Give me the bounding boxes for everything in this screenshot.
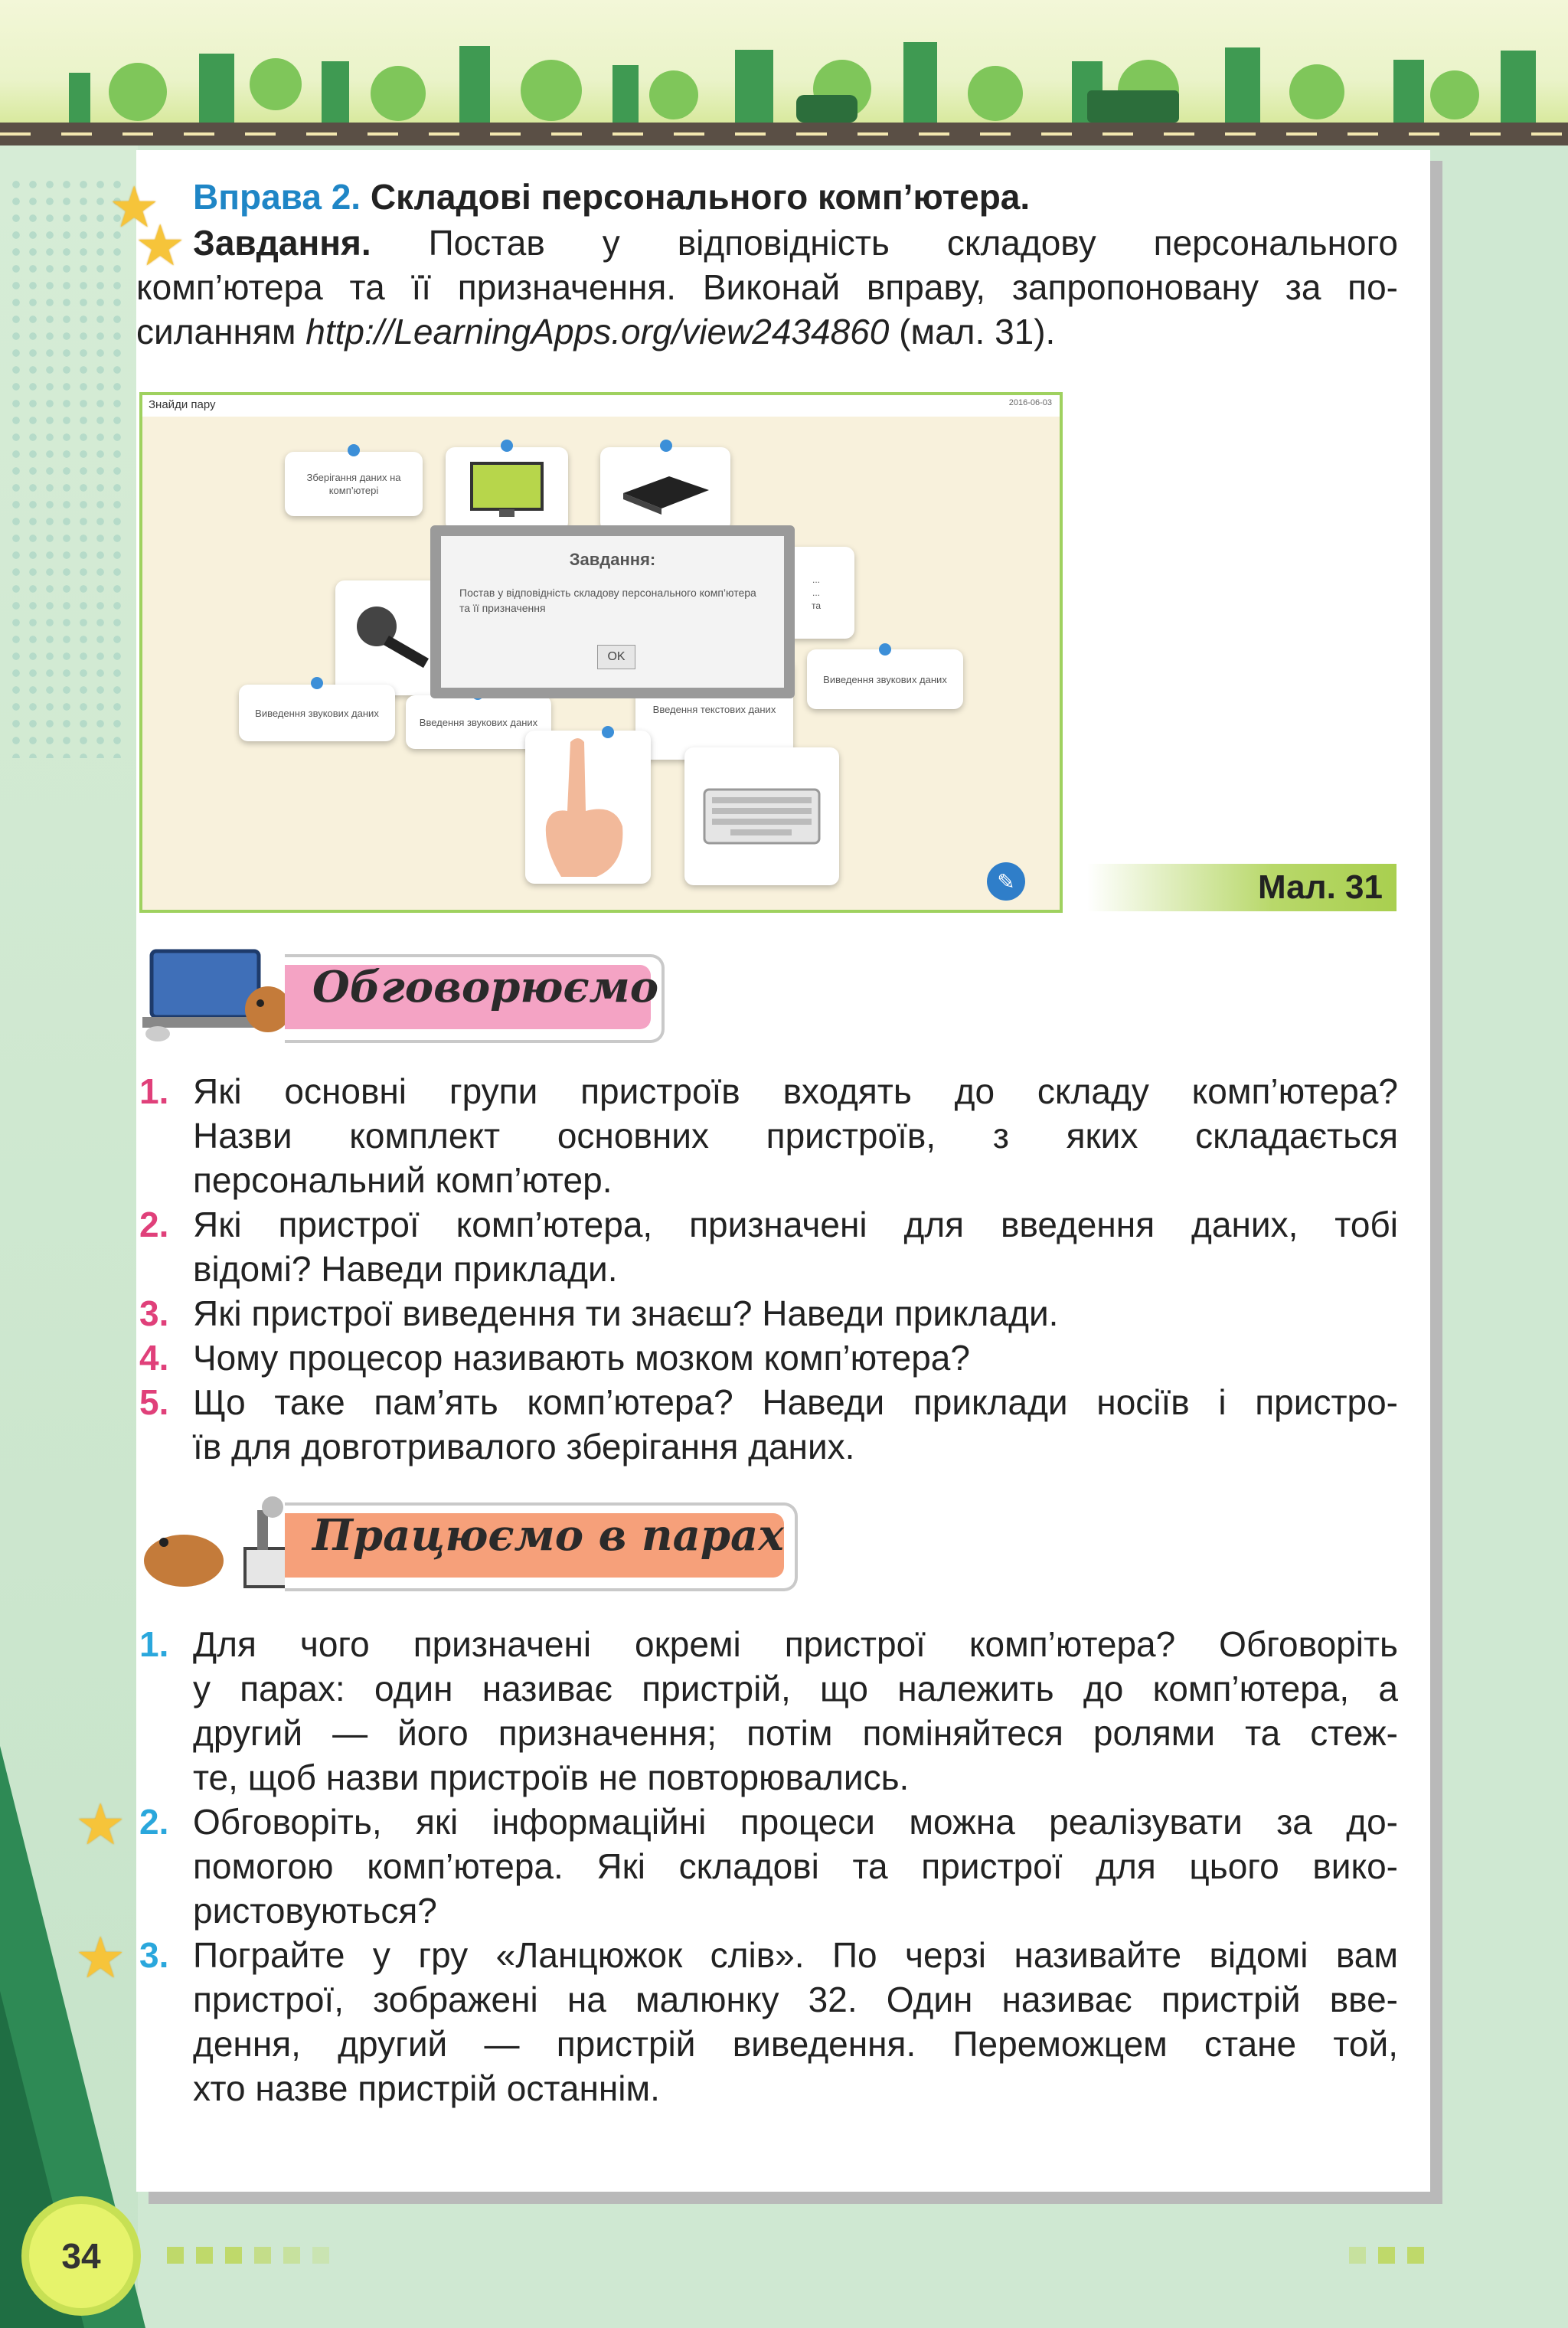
list-item-line: помогою комп’ютера. Які складові та прис… <box>193 1846 1398 1886</box>
monitor-icon <box>470 462 544 517</box>
dialog-title: Завдання: <box>569 550 656 569</box>
task-label: Завдання. <box>193 223 371 263</box>
card-pin <box>602 726 614 738</box>
external-drive-icon <box>623 476 709 515</box>
learningapps-screenshot: Знайди пару 2016-06-03 Зберігання даних … <box>139 392 1063 913</box>
list-item-line: їв для довготривалого зберігання даних. <box>193 1427 855 1466</box>
star-icon <box>75 1792 126 1858</box>
ok-button[interactable]: OK <box>597 645 635 669</box>
figure-caption: Мал. 31 <box>1087 864 1396 911</box>
task-line-3-post: (мал. 31). <box>899 312 1056 351</box>
hand-image-card[interactable] <box>525 731 651 884</box>
list-item-number: 5. <box>139 1382 169 1422</box>
dialog-text: Постав у відповідність складову персонал… <box>459 587 756 614</box>
check-answer-button[interactable]: ✎ <box>987 862 1025 901</box>
dog-mouse-illustration <box>144 1496 292 1588</box>
monitor-image-card[interactable] <box>446 447 568 531</box>
task-dialog-body: Завдання: Постав у відповідність складов… <box>441 536 784 688</box>
exercise-title: Вправа 2. Складові персонального комп’ют… <box>193 175 1403 219</box>
list-item-number: 3. <box>139 1293 169 1333</box>
dot-pattern <box>8 176 130 758</box>
app-date: 2016-06-03 <box>1008 398 1052 407</box>
match-card[interactable]: Виведення звукових даних <box>239 685 395 741</box>
task-line-1: Завдання. Постав у відповідність складов… <box>193 221 1398 265</box>
exercise-title-text: Складові персонального комп’ютера. <box>370 177 1031 217</box>
list-item-line: Чому процесор називають мозком комп’ютер… <box>193 1338 970 1378</box>
list-item-line: Пограйте у гру «Ланцюжок слів». По черзі… <box>193 1935 1398 1975</box>
list-item-line: Обговоріть, які інформаційні процеси мож… <box>193 1802 1398 1842</box>
list-item-line: персональний комп’ютер. <box>193 1160 612 1200</box>
list-item-line: пристрої, зображені на малюнку 32. Один … <box>193 1980 1398 2019</box>
pairs-banner: Працюємо в парах <box>285 1502 798 1591</box>
card-pin <box>348 444 360 456</box>
list-item-line: другий — його призначення; потім поміняй… <box>193 1713 1398 1753</box>
match-card[interactable]: Виведення звукових даних <box>807 649 963 709</box>
app-title: Знайди пару <box>149 398 216 411</box>
list-item-line: Які пристрої комп’ютера, призначені для … <box>193 1205 1398 1244</box>
check-icon: ✎ <box>997 869 1015 894</box>
list-item-line: Які основні групи пристроїв входять до с… <box>193 1071 1398 1111</box>
road-markings <box>0 132 1568 136</box>
list-item-line: Для чого призначені окремі пристрої комп… <box>193 1624 1398 1664</box>
pairs-banner-fill <box>285 1513 784 1578</box>
exercise-label: Вправа 2. <box>193 177 361 217</box>
list-item-line: у парах: один називає пристрій, що належ… <box>193 1669 1398 1708</box>
discuss-heading: Обговорюємо <box>312 962 659 1012</box>
list-item-number: 1. <box>139 1071 169 1111</box>
card-pin <box>501 440 513 452</box>
external-drive-image-card[interactable] <box>600 447 730 531</box>
card-pin <box>660 440 672 452</box>
list-item-line: хто назве пристрій останнім. <box>193 2068 660 2108</box>
list-item-line: відомі? Наведи приклади. <box>193 1249 618 1289</box>
task-line-2: комп’ютера та її призначення. Виконай вп… <box>136 267 1398 307</box>
star-icon <box>75 1925 126 1991</box>
list-item-number: 2. <box>139 1802 169 1842</box>
pairs-heading: Працюємо в парах <box>312 1510 784 1561</box>
laptop-dog-illustration <box>142 949 289 1041</box>
list-item-line: Які пристрої виведення ти знаєш? Наведи … <box>193 1293 1059 1333</box>
star-icon <box>135 213 185 279</box>
task-dialog: Завдання: Постав у відповідність складов… <box>430 525 795 698</box>
list-item-number: 1. <box>139 1624 169 1664</box>
list-item-line: Що таке пам’ять комп’ютера? Наведи прикл… <box>193 1382 1398 1422</box>
page-number: 34 <box>29 2204 133 2308</box>
discuss-banner: Обговорюємо <box>285 954 665 1043</box>
match-card[interactable]: Зберігання даних на комп’ютері <box>285 452 423 516</box>
task-line-3-pre: силанням <box>136 312 296 351</box>
list-item-number: 2. <box>139 1205 169 1244</box>
list-item-line: дення, другий — пристрій виведення. Пере… <box>193 2024 1398 2064</box>
list-item-line: те, щоб назви пристроїв не повторювались… <box>193 1757 910 1797</box>
list-item-number: 3. <box>139 1935 169 1975</box>
list-item-number: 4. <box>139 1338 169 1378</box>
card-pin <box>311 677 323 689</box>
app-workspace: Зберігання даних на комп’ютері ... ... т… <box>142 417 1060 910</box>
hand-pointer-icon <box>545 738 623 877</box>
card-partial-text: ... ... та <box>811 574 822 611</box>
list-item-line: Назви комплект основних пристроїв, з яки… <box>193 1116 1398 1156</box>
task-line-3: силанням http://LearningApps.org/view243… <box>136 309 1398 354</box>
task-link[interactable]: http://LearningApps.org/view2434860 <box>305 312 890 351</box>
card-pin <box>879 643 891 656</box>
keyboard-image-card[interactable] <box>684 747 839 885</box>
microphone-icon <box>357 607 429 669</box>
header-city-illustration <box>0 0 1568 146</box>
city-skyline-illustration <box>69 42 1536 123</box>
keyboard-icon <box>703 788 821 845</box>
discuss-banner-fill <box>285 965 651 1029</box>
task-line-1-text: Постав у відповідність складову персонал… <box>428 223 1398 263</box>
list-item-line: ристовуються? <box>193 1891 437 1931</box>
